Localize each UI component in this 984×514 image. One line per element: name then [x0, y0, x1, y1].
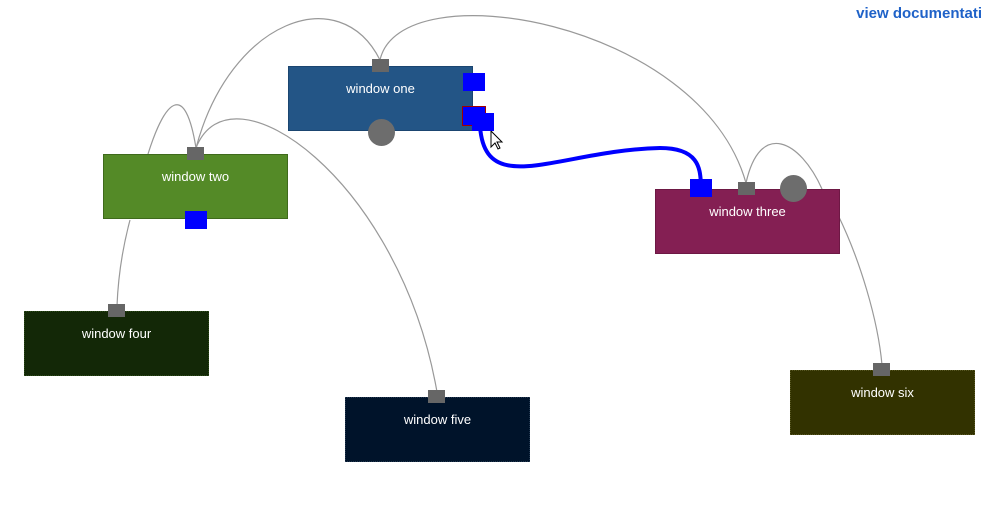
window-one-circle-endpoint[interactable] — [368, 119, 395, 146]
window-three-label: window three — [709, 204, 786, 219]
window-two-top-endpoint[interactable] — [187, 147, 204, 160]
window-one-label: window one — [346, 81, 415, 96]
connector-two-five[interactable] — [195, 118, 438, 393]
window-four-top-endpoint[interactable] — [108, 304, 125, 317]
connector-three-six[interactable] — [837, 214, 883, 366]
window-three-target-endpoint[interactable] — [690, 179, 712, 197]
window-five[interactable]: window five — [345, 397, 530, 462]
mouse-pointer-icon — [490, 129, 504, 150]
window-five-top-endpoint[interactable] — [428, 390, 445, 403]
window-one-source-endpoint[interactable] — [463, 73, 485, 91]
window-three-circle-endpoint[interactable] — [780, 175, 807, 202]
window-six-label: window six — [851, 385, 914, 400]
connector-one-three[interactable] — [379, 15, 747, 184]
window-four-label: window four — [81, 326, 152, 341]
window-two-label: window two — [161, 169, 230, 184]
window-two[interactable]: window two — [103, 154, 288, 219]
window-four[interactable]: window four — [24, 311, 209, 376]
window-six-top-endpoint[interactable] — [873, 363, 890, 376]
connector-two-four[interactable] — [116, 219, 131, 307]
connector-dragging[interactable] — [478, 125, 703, 185]
connector-two-upper-loop[interactable] — [147, 104, 197, 155]
window-two-bottom-endpoint[interactable] — [185, 211, 207, 229]
window-three-top-endpoint[interactable] — [738, 182, 755, 195]
window-one-top-endpoint[interactable] — [372, 59, 389, 72]
window-six[interactable]: window six — [790, 370, 975, 435]
dragged-endpoint[interactable] — [472, 113, 494, 131]
window-three[interactable]: window three — [655, 189, 840, 254]
window-five-label: window five — [403, 412, 472, 427]
view-documentation-link[interactable]: view documentati — [856, 5, 982, 22]
connector-two-one[interactable] — [195, 18, 381, 149]
connector-three-loop[interactable] — [745, 142, 823, 190]
